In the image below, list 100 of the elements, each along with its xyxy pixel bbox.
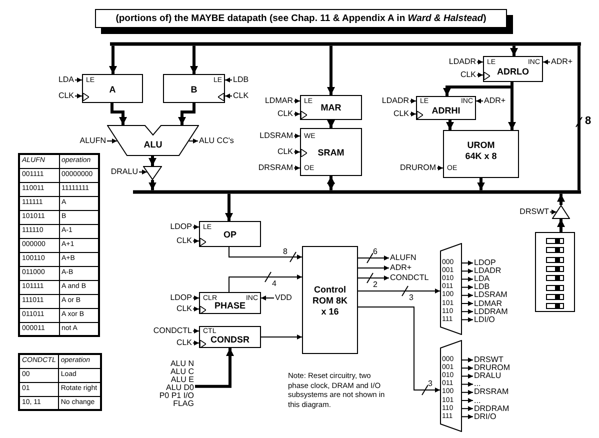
arrow [358, 256, 390, 260]
arrow [192, 328, 200, 334]
arrow [109, 46, 117, 74]
signal-label: DRALU [110, 168, 138, 176]
arrow [510, 46, 518, 56]
block-name: OP [224, 230, 236, 240]
arrow [192, 238, 200, 244]
arrow [294, 134, 300, 138]
signal-label: DRSWT [474, 356, 504, 364]
arrow [476, 72, 484, 78]
block-name: B [190, 84, 198, 96]
signal-label: LDMAR [474, 300, 502, 308]
arrow [436, 166, 444, 170]
signal-label: ... [474, 380, 481, 388]
arrow [462, 292, 474, 298]
signal-label: CLK [176, 237, 192, 245]
data-bus [110, 42, 581, 46]
arrow [74, 94, 82, 98]
block-name: A [109, 84, 116, 96]
block-name: ALU [144, 140, 162, 150]
signal-label: CLK [176, 339, 192, 347]
signal-label: ALUFN [80, 137, 106, 145]
signal-label: LDOP [170, 223, 192, 231]
bus-line [578, 46, 580, 190]
memory-box [443, 130, 519, 178]
arrow [225, 194, 233, 221]
arrow [358, 288, 440, 294]
arrow [462, 374, 474, 379]
block-name: MAR [320, 102, 342, 114]
arrow [446, 120, 454, 130]
arrow [224, 94, 232, 98]
arrow [294, 166, 300, 170]
arrow [462, 317, 474, 322]
signal-label: DRSRAM [474, 388, 509, 396]
signal-label: ... [474, 396, 481, 404]
arrow [228, 274, 302, 292]
signal-label: LDADR [382, 97, 409, 105]
memory-box [302, 246, 358, 354]
bus-width-label: 3 [428, 379, 432, 388]
arrow [228, 246, 302, 260]
signal-label: CLK [277, 148, 293, 156]
arrow [110, 103, 127, 125]
arrow [138, 170, 148, 174]
arrow [462, 309, 474, 314]
register-box [483, 56, 543, 82]
tristate-buffer [552, 205, 570, 219]
bus-width-label: 6 [373, 247, 378, 256]
signal-label: DRI/O [474, 412, 496, 421]
arrow [462, 382, 474, 387]
signal-label: DRUROM [400, 164, 436, 172]
register-box [416, 96, 476, 120]
arrow [327, 46, 335, 95]
arrow [148, 156, 156, 166]
arrow [106, 138, 118, 144]
block-name: PHASE [214, 300, 246, 312]
register-box [199, 292, 261, 314]
arrow [192, 340, 200, 346]
signal-label: LDOP [474, 259, 496, 267]
arrow [294, 150, 300, 154]
signal-label: DRSRAM [258, 164, 293, 172]
arrow [462, 260, 474, 266]
signal-label: LDDRAM [474, 308, 508, 316]
arrow [327, 120, 335, 128]
arrow [542, 60, 550, 64]
arrow [462, 398, 474, 403]
arrow [477, 178, 485, 190]
signal-label: CLK [176, 305, 192, 313]
block-name: UROM 64K x 8 [464, 140, 498, 162]
arrow [462, 366, 474, 371]
arrow [224, 78, 232, 82]
arrow [188, 138, 198, 144]
signal-label: LDSRAM [260, 132, 293, 140]
register-box [199, 326, 261, 348]
data-bus [133, 190, 581, 194]
arrow [260, 296, 274, 300]
signal-label: LDA [58, 76, 74, 84]
arrow [148, 180, 156, 190]
arrow [74, 78, 82, 82]
signal-label: LDOP [170, 294, 192, 302]
signal-label: ALU CC's [199, 137, 234, 145]
block-name: Control ROM 8K x 16 [311, 284, 348, 318]
decoder [440, 340, 462, 432]
arrow [195, 348, 234, 388]
signal-label: LDADR [448, 58, 476, 66]
arrow [294, 98, 300, 104]
arrow [557, 194, 565, 205]
arrow [192, 296, 200, 300]
signal-label: LDI/O [474, 316, 495, 324]
signal-label: ALU N ALU C ALU E ALU D0 P0 P1 I/O FLAG [158, 360, 194, 408]
signal-label: ADR+ [390, 264, 412, 272]
block-name: ADRLO [497, 66, 529, 78]
arrow [192, 306, 200, 312]
register-box [199, 221, 261, 247]
arrow [178, 103, 196, 125]
signal-label: ALUFN [390, 254, 416, 262]
signal-label: CONDCTL [390, 274, 429, 282]
signal-label: CLK [277, 110, 293, 118]
arrow [462, 414, 474, 420]
alu-block [107, 125, 199, 156]
signal-label: DRUROM [474, 364, 510, 372]
